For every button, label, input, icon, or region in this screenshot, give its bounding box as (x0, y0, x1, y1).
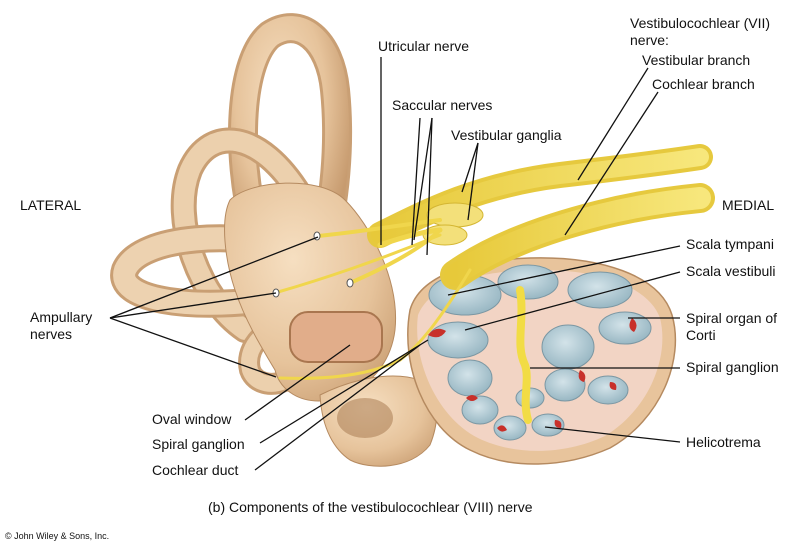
label-oval-window: Oval window (152, 411, 232, 427)
spiral-ganglion-core (516, 286, 532, 424)
nerves (276, 144, 715, 380)
vestibular-ganglion (426, 202, 484, 228)
label-vestibulocochlear-nerve: Vestibulocochlear (VII) nerve: (630, 15, 770, 49)
label-saccular-nerves: Saccular nerves (392, 97, 493, 113)
label-spiral-ganglion-left: Spiral ganglion (152, 436, 245, 452)
label-lateral: LATERAL (20, 197, 82, 213)
spiral-organ-patches (428, 318, 637, 432)
ampullary-line2: nerves (30, 326, 73, 342)
label-cochlear-branch: Cochlear branch (652, 76, 755, 92)
label-cochlear-duct: Cochlear duct (152, 462, 239, 478)
vestibulocochlear-line2: nerve: (630, 32, 669, 48)
spiral-organ-line1: Spiral organ of (686, 310, 778, 326)
nerve-endpoints (272, 231, 354, 298)
label-scala-vestibuli: Scala vestibuli (686, 263, 776, 279)
label-utricular-nerve: Utricular nerve (378, 38, 470, 54)
spiral-organ-line2: Corti (686, 327, 716, 343)
figure-caption: (b) Components of the vestibulocochlear … (208, 499, 533, 515)
vestibulocochlear-line1: Vestibulocochlear (VII) (630, 15, 771, 31)
cochlea (407, 257, 677, 465)
copyright-notice: © John Wiley & Sons, Inc. (5, 531, 110, 541)
leader-lines (109, 57, 681, 471)
label-scala-tympani: Scala tympani (686, 236, 774, 252)
label-vestibular-ganglia: Vestibular ganglia (451, 127, 562, 143)
label-ampullary-nerves: Ampullary nerves (30, 309, 92, 343)
oval-window (289, 311, 383, 363)
label-spiral-organ: Spiral organ of Corti (686, 310, 777, 344)
ampullary-line1: Ampullary (30, 309, 93, 325)
label-vestibular-branch: Vestibular branch (642, 52, 751, 68)
label-helicotrema: Helicotrema (686, 434, 761, 450)
label-medial: MEDIAL (722, 197, 775, 213)
label-spiral-ganglion-right: Spiral ganglion (686, 359, 779, 375)
